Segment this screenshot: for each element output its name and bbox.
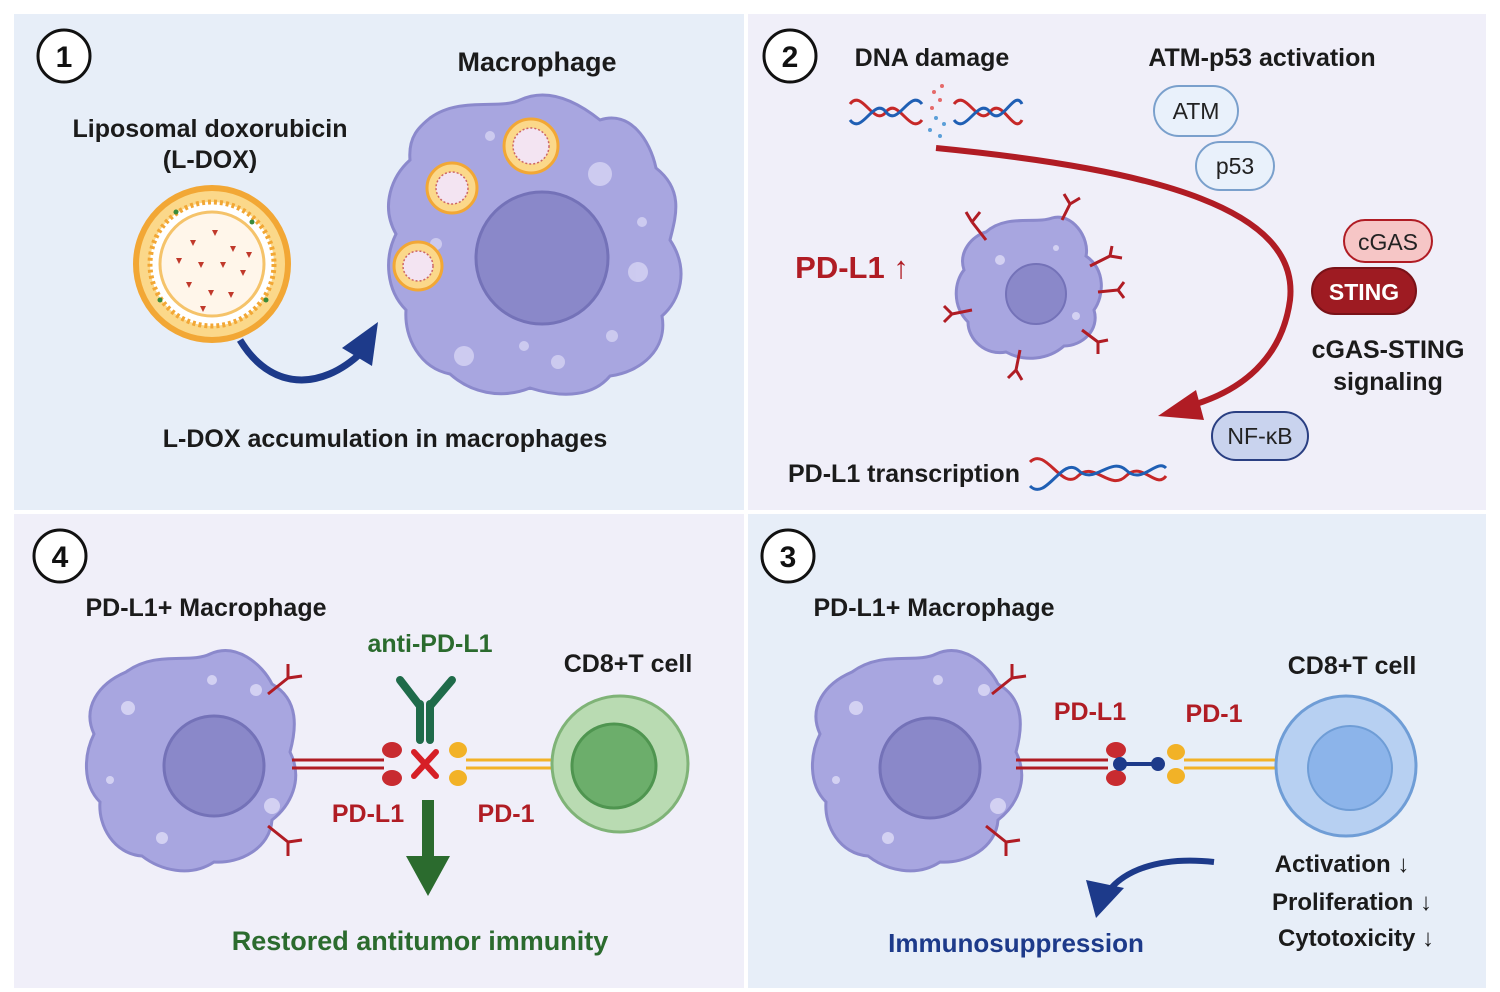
drug-particles <box>176 230 252 312</box>
internal-liposome <box>392 240 444 292</box>
macrophage-p2 <box>942 193 1126 381</box>
panel-4-number-badge <box>32 528 88 584</box>
nfkb-label: NF-κB <box>1227 423 1292 449</box>
macrophage-label: Macrophage <box>457 47 616 77</box>
sting-pill <box>1311 267 1417 315</box>
internal-liposome <box>425 161 479 215</box>
pdl1-receptor-icons <box>942 193 1126 381</box>
p3-tcell-label: CD8+T cell <box>1288 652 1417 680</box>
damaged-dna-icon <box>848 84 1024 138</box>
uptake-arrow <box>237 338 365 384</box>
cgas-pill <box>1343 219 1433 263</box>
panel-1-caption: L-DOX accumulation in macrophages <box>163 425 608 453</box>
restore-arrow-shaft <box>422 800 434 860</box>
dna-damage-label: DNA damage <box>855 44 1010 72</box>
cgas-sting-line2: signaling <box>1333 368 1443 396</box>
blocked-x-icon <box>411 749 439 779</box>
panel-3-number-badge <box>760 528 816 584</box>
macrophage-p4 <box>84 649 303 873</box>
panel-4-caption: Restored antitumor immunity <box>232 926 609 956</box>
p3-macrophage-label: PD-L1+ Macrophage <box>813 594 1054 622</box>
nucleus-p1 <box>474 190 610 326</box>
p4-pd1-label: PD-1 <box>478 800 535 828</box>
p4-macrophage-label: PD-L1+ Macrophage <box>85 594 326 622</box>
cd8-tcell-p3 <box>1274 694 1418 838</box>
panel-2: 2 DNA damage ATM-p53 activation ATM p53 … <box>762 28 1465 491</box>
panel-3-number: 3 <box>780 541 797 574</box>
liposome <box>133 185 291 343</box>
anti-pdl1-label: anti-PD-L1 <box>368 630 493 658</box>
panel-4: 4 PD-L1+ Macrophage anti-PD-L1 CD8+T cel… <box>32 528 693 956</box>
effect-proliferation: Proliferation ↓ <box>1272 889 1432 916</box>
atm-label: ATM <box>1173 98 1220 124</box>
effect-activation: Activation ↓ <box>1275 851 1410 878</box>
panel-1-number: 1 <box>56 41 73 74</box>
uptake-arrowhead <box>342 322 378 366</box>
macrophage-p1 <box>387 93 683 396</box>
pdl1-pd1-binding <box>1113 757 1165 771</box>
p53-pill <box>1195 141 1275 191</box>
nfkb-pill <box>1211 411 1309 461</box>
cgas-label: cGAS <box>1358 229 1418 255</box>
panel-3: 3 PD-L1+ Macrophage CD8+T cell PD-L1 PD-… <box>760 528 1434 958</box>
pdl1-receptor-icons <box>267 664 303 856</box>
effect-cytotoxicity: Cytotoxicity ↓ <box>1278 925 1434 952</box>
p3-pd1-label: PD-1 <box>1186 700 1243 728</box>
pdl1-receptor-icons <box>985 664 1027 856</box>
cd8-tcell-p4 <box>550 694 690 834</box>
p53-label: p53 <box>1216 153 1254 179</box>
anti-pdl1-antibody-icon <box>396 676 456 744</box>
p3-pdl1-label: PD-L1 <box>1054 698 1126 726</box>
dna-icon <box>1028 457 1168 491</box>
panel-4-number: 4 <box>52 541 69 574</box>
p4-pdl1-label: PD-L1 <box>332 800 404 828</box>
internal-liposome <box>502 117 560 175</box>
signaling-arrow <box>935 145 1294 407</box>
macrophage-p3 <box>810 649 1027 873</box>
pdl1-up-label: PD-L1 ↑ <box>795 250 909 285</box>
panel-3-caption: Immunosuppression <box>888 928 1144 958</box>
pdl1-receptor <box>292 742 402 786</box>
panel-2-number-badge <box>762 28 818 84</box>
p4-tcell-label: CD8+T cell <box>564 650 693 678</box>
ldox-label-line1: Liposomal doxorubicin <box>72 115 347 143</box>
cgas-sting-line1: cGAS-STING <box>1312 336 1465 364</box>
atm-pill <box>1153 85 1239 137</box>
pdl1-receptor <box>1016 742 1126 786</box>
ldox-label-line2: (L-DOX) <box>163 146 257 174</box>
panel-1-number-badge <box>36 28 92 84</box>
suppression-arrowhead <box>1086 880 1124 918</box>
atm-p53-activation-label: ATM-p53 activation <box>1148 44 1375 72</box>
pd1-receptor <box>449 742 554 786</box>
restore-arrowhead <box>406 856 450 896</box>
panel-2-number: 2 <box>782 41 799 74</box>
pdl1-transcription-label: PD-L1 transcription <box>788 460 1020 488</box>
signaling-arrowhead <box>1158 390 1204 420</box>
pd1-receptor <box>1167 744 1278 784</box>
sting-label: STING <box>1329 279 1399 305</box>
panel-1: 1 Macrophage Liposomal doxorubicin (L-DO… <box>36 28 683 453</box>
